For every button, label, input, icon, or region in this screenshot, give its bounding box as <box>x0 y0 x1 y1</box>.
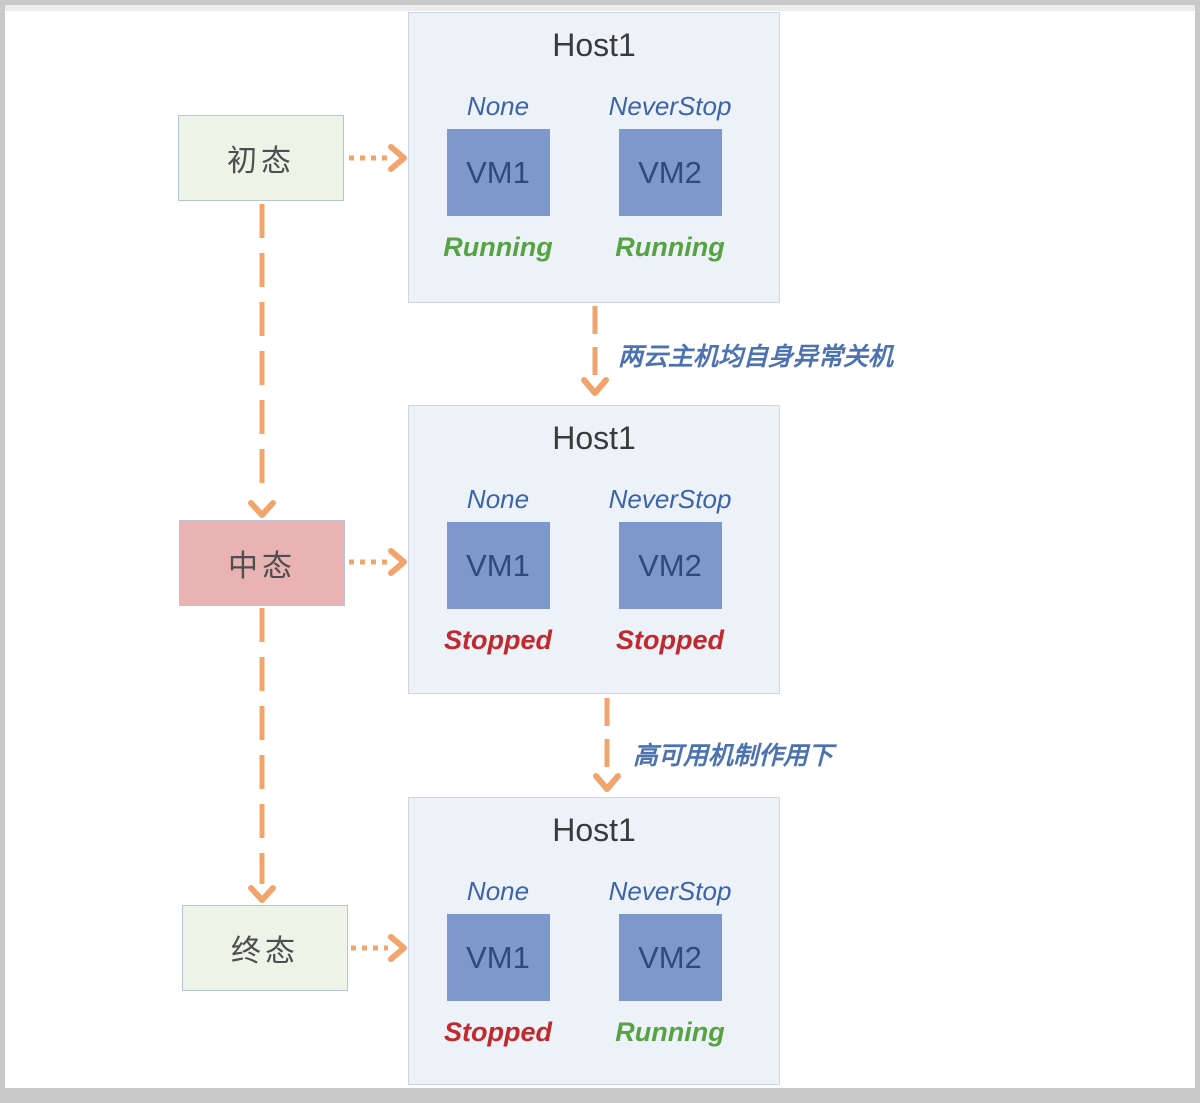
vm-column: NeverStop VM2 Stopped <box>595 482 745 656</box>
arrowhead-host2 <box>581 377 609 396</box>
vm-status-label: Stopped <box>616 625 724 655</box>
arrowhead-host3 <box>593 773 621 792</box>
vm-status-label: Running <box>443 232 553 262</box>
arrowhead-middle <box>248 500 276 518</box>
host-title: Host1 <box>552 812 636 848</box>
vm-policy-label: NeverStop <box>608 484 732 514</box>
vm-status-label: Running <box>615 232 725 262</box>
host-title: Host1 <box>552 420 636 456</box>
frame-edge-bottom <box>0 1088 1200 1103</box>
state-box-final: 终态 <box>182 905 348 991</box>
vm-policy-label: NeverStop <box>608 91 732 121</box>
state-label-middle: 中态 <box>228 550 296 583</box>
vm-box: VM1 <box>446 914 550 1001</box>
transition-label-2: 高可用机制作用下 <box>633 742 834 770</box>
transition-label-1: 两云主机均自身异常关机 <box>618 343 894 371</box>
host-box-3: Host1 None VM1 Stopped NeverStop VM2 Run… <box>408 797 780 1085</box>
vm-policy-label: None <box>466 876 530 906</box>
vm-policy-label: NeverStop <box>608 876 732 906</box>
arrowhead-into-host1 <box>388 144 407 172</box>
vm-box: VM2 <box>618 129 722 216</box>
vm-policy-label: None <box>466 484 530 514</box>
state-label-initial: 初态 <box>227 145 295 178</box>
state-label-final: 终态 <box>231 935 299 968</box>
vm-box: VM2 <box>618 914 722 1001</box>
vm-box: VM1 <box>446 129 550 216</box>
state-box-initial: 初态 <box>178 115 344 201</box>
vm-column: None VM1 Stopped <box>423 482 573 656</box>
frame-edge-left <box>0 0 5 1103</box>
host-box-1: Host1 None VM1 Running NeverStop VM2 Run… <box>408 12 780 303</box>
host-title: Host1 <box>552 27 636 63</box>
frame-edge-right <box>1195 0 1200 1103</box>
vm-column: None VM1 Stopped <box>423 874 573 1048</box>
vm-status-label: Stopped <box>444 1017 552 1047</box>
arrowhead-into-host3 <box>388 934 407 962</box>
vm-policy-label: None <box>466 91 530 121</box>
vm-status-label: Stopped <box>444 625 552 655</box>
arrowhead-into-host2 <box>388 548 407 576</box>
host-box-2: Host1 None VM1 Stopped NeverStop VM2 Sto… <box>408 405 780 694</box>
vm-column: NeverStop VM2 Running <box>595 89 745 263</box>
vm-column: NeverStop VM2 Running <box>595 874 745 1048</box>
state-box-middle: 中态 <box>179 520 345 606</box>
vm-box: VM1 <box>446 522 550 609</box>
frame-edge-top-shade <box>5 5 1195 11</box>
vm-box: VM2 <box>618 522 722 609</box>
frame-edge-top <box>0 0 1200 5</box>
arrowhead-final <box>248 885 276 903</box>
vm-status-label: Running <box>615 1017 725 1047</box>
vm-column: None VM1 Running <box>423 89 573 263</box>
